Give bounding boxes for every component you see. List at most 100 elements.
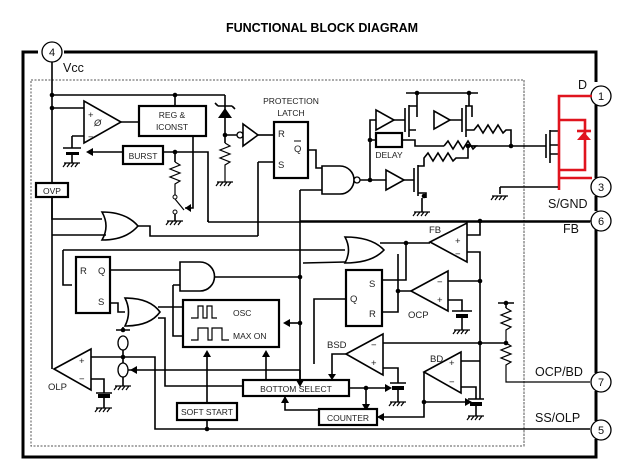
or-gate-protect — [100, 211, 140, 241]
svg-text:−: − — [79, 374, 85, 385]
current-source-icon — [117, 362, 129, 378]
protection-latch-block: R S Q — [272, 120, 310, 180]
svg-text:OLP: OLP — [48, 382, 67, 393]
soft-start-block: SOFT START — [175, 401, 239, 422]
svg-text:ICONST: ICONST — [156, 122, 188, 132]
svg-text:SOFT START: SOFT START — [181, 407, 233, 417]
resistor-icon — [218, 142, 232, 182]
svg-text:R: R — [369, 309, 376, 320]
nand-gate — [321, 165, 361, 195]
pulse-waveform-icon — [191, 327, 229, 341]
svg-text:−: − — [437, 277, 443, 288]
uvlo-comparator: + − Ø — [83, 99, 123, 145]
ground-icon — [412, 211, 430, 217]
ground-icon — [62, 162, 80, 168]
reg-iconst-block: REG & ICONST — [137, 104, 208, 138]
ground-icon — [452, 329, 470, 335]
pin-7-ocpbd: 7 OCP/BD — [535, 365, 612, 393]
svg-text:4: 4 — [49, 47, 55, 59]
body-diode-icon — [577, 132, 591, 140]
svg-text:−: − — [88, 132, 94, 143]
svg-text:R: R — [80, 266, 87, 277]
power-mosfet — [537, 94, 592, 190]
ground-icon — [215, 181, 233, 187]
and-gate — [179, 261, 216, 292]
svg-text:REG &: REG & — [159, 110, 186, 120]
driver-buffer — [375, 108, 396, 132]
svg-text:5: 5 — [598, 425, 604, 437]
ground-icon — [165, 220, 183, 226]
burst-latch-block: R Q S — [74, 255, 112, 315]
resistor-icon — [499, 342, 590, 383]
pin-label-vcc: Vcc — [63, 61, 84, 75]
or-gate-osc — [123, 297, 161, 327]
pin-label-sgnd: S/GND — [548, 197, 588, 211]
bottom-select-block: BOTTOM SELECT — [241, 378, 351, 398]
ovp-block: OVP — [34, 181, 70, 199]
pulse-waveform-icon — [191, 305, 217, 319]
oscillator-block: OSC MAX ON — [181, 298, 281, 349]
svg-text:+: + — [437, 295, 443, 306]
svg-text:BURST: BURST — [129, 151, 158, 161]
burst-block: BURST — [121, 144, 165, 166]
svg-text:−: − — [455, 249, 461, 260]
svg-text:S: S — [369, 279, 375, 290]
counter-block: COUNTER — [317, 407, 379, 427]
ground-icon — [94, 407, 112, 413]
svg-text:OVP: OVP — [43, 186, 61, 196]
or-gate-fb — [343, 236, 386, 264]
svg-text:+: + — [449, 358, 455, 369]
svg-text:Q: Q — [98, 266, 105, 277]
bsd-comparator: − + BSD — [327, 332, 384, 377]
inverter-buffer — [242, 122, 260, 148]
zener-icon — [218, 108, 232, 118]
delay-block: DELAY — [374, 131, 404, 160]
svg-text:LATCH: LATCH — [277, 108, 304, 118]
diagram-title: FUNCTIONAL BLOCK DIAGRAM — [226, 21, 418, 35]
svg-text:BOTTOM SELECT: BOTTOM SELECT — [260, 384, 332, 394]
olp-comparator: + − OLP — [48, 347, 92, 393]
svg-text:−: − — [449, 377, 455, 388]
pin-3-sgnd: 3 S/GND — [548, 176, 612, 211]
svg-text:S: S — [278, 160, 284, 171]
fb-comparator: + − FB — [428, 221, 468, 264]
svg-text:Q: Q — [350, 294, 357, 305]
svg-text:6: 6 — [598, 216, 604, 228]
svg-text:OCP: OCP — [408, 310, 429, 321]
pin-label-ssolp: SS/OLP — [535, 411, 580, 425]
svg-text:DELAY: DELAY — [375, 150, 403, 160]
svg-text:S: S — [98, 297, 104, 308]
svg-text:+: + — [455, 236, 461, 247]
pin-label-d: D — [578, 78, 587, 92]
svg-text:BD: BD — [430, 354, 443, 365]
driver-buffer — [433, 109, 452, 131]
svg-text:7: 7 — [598, 377, 604, 389]
svg-text:+: + — [371, 358, 377, 369]
svg-text:Ø: Ø — [93, 118, 102, 129]
ground-icon — [490, 195, 508, 201]
ground-icon — [466, 415, 484, 421]
pin-label-ocpbd: OCP/BD — [535, 365, 583, 379]
svg-text:OSC: OSC — [233, 308, 251, 318]
pin-1-drain: 1 D — [578, 78, 612, 107]
ocp-latch-block: S R Q — [344, 268, 384, 328]
svg-text:FB: FB — [429, 225, 441, 236]
driver-buffer — [385, 168, 406, 192]
svg-text:COUNTER: COUNTER — [327, 413, 369, 423]
resistor-icon — [168, 161, 182, 195]
ocp-comparator: − + OCP — [408, 269, 449, 321]
protection-latch-label: PROTECTION — [263, 96, 319, 106]
pin-label-fb: FB — [563, 222, 579, 236]
svg-text:−: − — [371, 340, 377, 351]
svg-text:BSD: BSD — [327, 340, 347, 351]
ground-icon — [388, 401, 406, 407]
svg-text:Q: Q — [294, 144, 301, 155]
svg-text:3: 3 — [598, 182, 604, 194]
svg-text:+: + — [79, 356, 85, 367]
pin-4-vcc: 4 Vcc — [41, 41, 84, 75]
ground-icon — [113, 385, 131, 391]
svg-text:MAX ON: MAX ON — [233, 331, 267, 341]
pin-6-fb: 6 FB — [563, 210, 612, 236]
svg-text:+: + — [88, 110, 94, 121]
